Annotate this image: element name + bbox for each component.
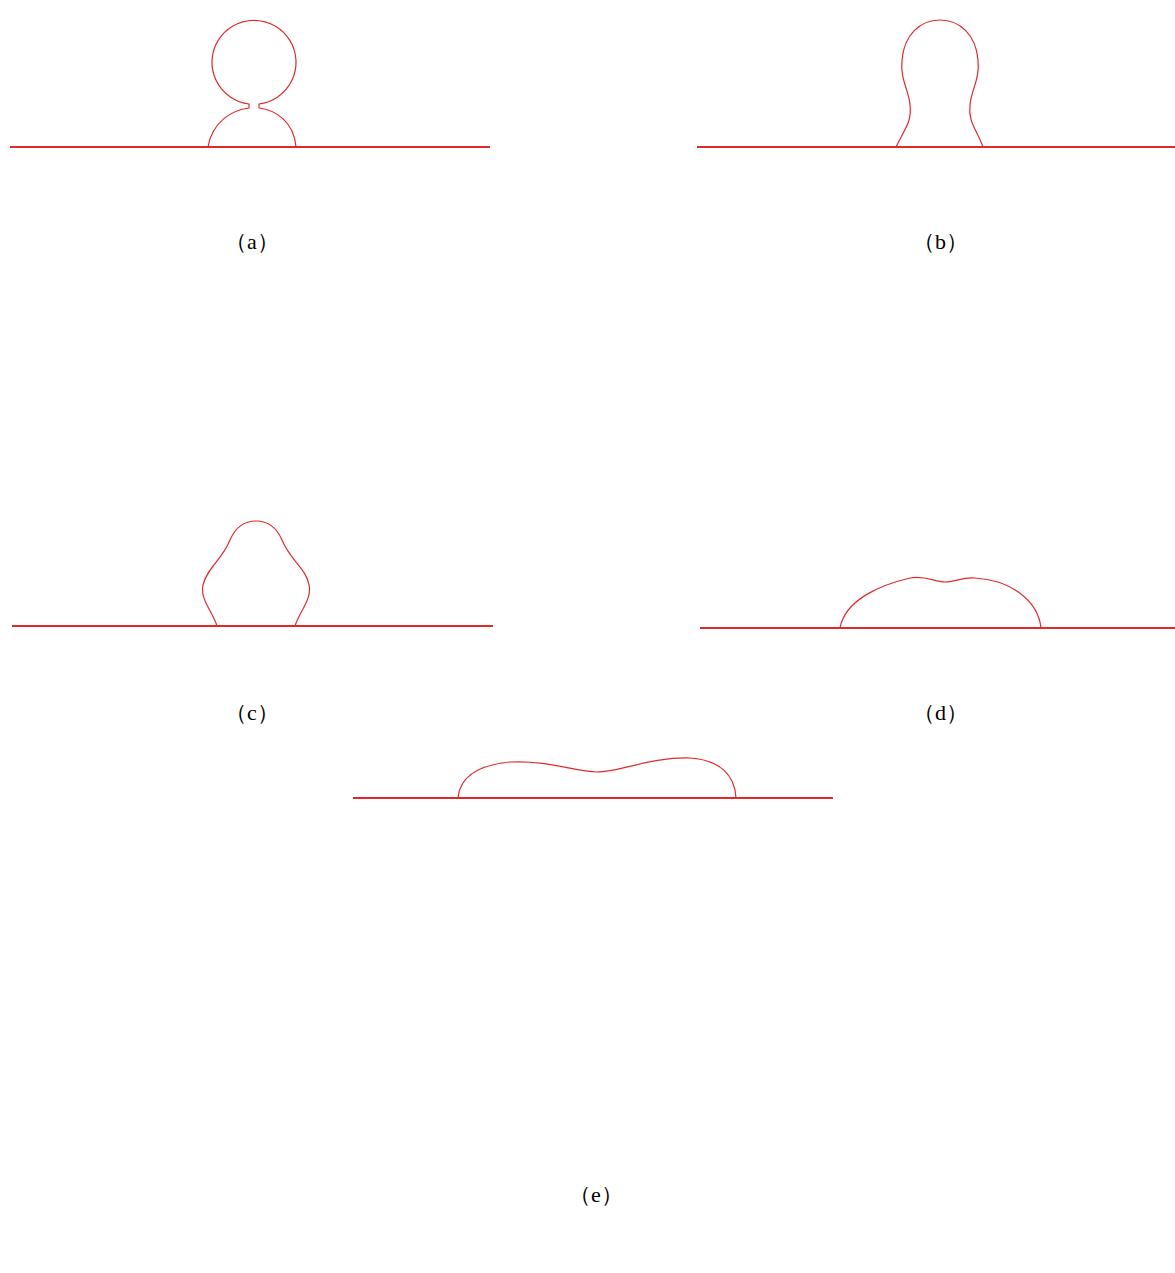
droplet-outline [208, 20, 296, 147]
droplet-outline [840, 577, 1041, 628]
droplet-outline [458, 758, 736, 798]
substrate-line [697, 146, 1175, 148]
substrate-line [353, 797, 833, 799]
panel-label: （e） [569, 1182, 623, 1208]
panel-label: （d） [913, 700, 968, 726]
panel-label: （b） [913, 229, 968, 255]
droplet-outline [203, 521, 310, 626]
panel-label: （a） [225, 229, 279, 255]
substrate-line [700, 627, 1175, 629]
substrate-line [10, 146, 490, 148]
droplet-outline [896, 20, 983, 147]
substrate-line [12, 625, 493, 627]
panel-label: （c） [225, 700, 279, 726]
